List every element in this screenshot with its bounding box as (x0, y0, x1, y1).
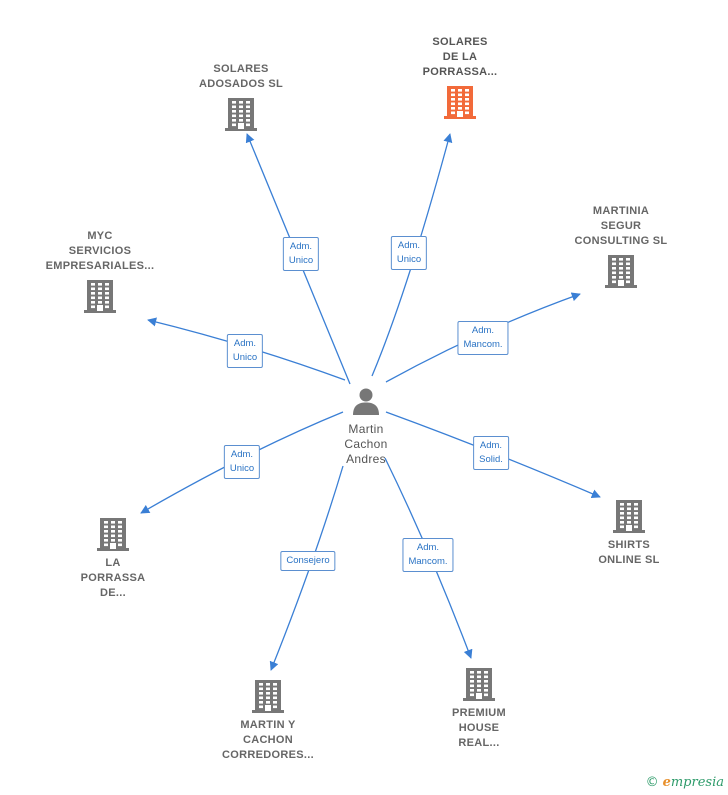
person-icon (351, 386, 381, 421)
edge-label-shirts-online[interactable]: Adm.Solid. (473, 436, 509, 470)
brand-logo: ©empresia (645, 775, 724, 790)
edge-solares-adosados (245, 133, 351, 385)
edge-label-myc-servicios[interactable]: Adm.Unico (226, 334, 264, 368)
building-icon[interactable] (443, 85, 477, 119)
edge-label-premium-house[interactable]: Adm.Mancom. (402, 538, 454, 572)
edge-label-martinia-segur[interactable]: Adm.Mancom. (457, 321, 509, 355)
edge-label-la-porrassa[interactable]: Adm.Unico (223, 445, 261, 479)
edge-solares-porrassa (371, 133, 453, 377)
building-icon[interactable] (83, 279, 117, 313)
edge-label-martin-cachon-corredores[interactable]: Consejero (280, 551, 336, 571)
edge-label-solares-adosados[interactable]: Adm.Unico (282, 237, 320, 271)
building-icon[interactable] (604, 254, 638, 288)
building-icon[interactable] (96, 517, 130, 551)
edge-label-solares-porrassa[interactable]: Adm.Unico (390, 236, 428, 270)
building-icon[interactable] (224, 97, 258, 131)
building-icon[interactable] (612, 499, 646, 533)
building-icon[interactable] (462, 667, 496, 701)
building-icon[interactable] (251, 679, 285, 713)
copyright-icon: © (645, 775, 659, 790)
